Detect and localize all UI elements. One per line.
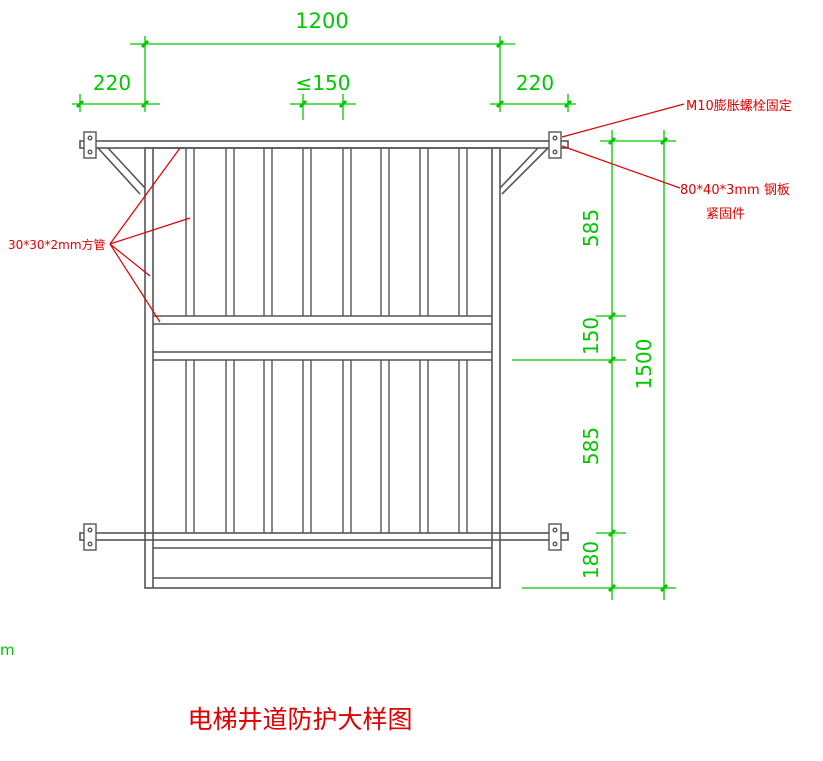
anchor-brackets <box>83 131 562 551</box>
leader-tube-3 <box>109 243 151 277</box>
truncated-edge-text: m <box>0 641 15 659</box>
leader-anchor-bolt <box>561 103 685 138</box>
dim-middle-band-label: 150 <box>579 317 603 355</box>
right-brace-inner <box>499 147 539 189</box>
dim-bar-spacing-label: ≤150 <box>296 71 351 95</box>
dimension-lines <box>72 36 676 600</box>
dim-top-panel-label: 585 <box>579 209 603 247</box>
top-crossbar <box>79 140 569 149</box>
bottom-crossbar <box>79 532 569 541</box>
anchor-bracket-bottom-right <box>548 523 562 551</box>
lower-vertical-bars <box>185 360 468 533</box>
dimension-ticks <box>75 39 669 593</box>
dim-bottom-panel-label: 585 <box>579 427 603 465</box>
leader-tube-4 <box>109 243 161 323</box>
square-tube-annotation: 30*30*2mm方管 <box>8 237 106 252</box>
left-brace-inner <box>107 147 146 189</box>
guard-frame <box>79 140 569 589</box>
steel-plate-annotation-line2: 紧固件 <box>706 207 745 222</box>
anchor-bracket-top-left <box>83 131 97 159</box>
dim-total-height-label: 1500 <box>632 339 656 390</box>
dim-total-width-label: 1200 <box>295 9 348 33</box>
anchor-bolt-annotation: M10膨胀螺栓固定 <box>686 99 792 114</box>
anchor-bracket-top-right <box>548 131 562 159</box>
leader-tube-1 <box>109 147 181 245</box>
dim-bottom-band-label: 180 <box>579 541 603 579</box>
dim-left-overhang-label: 220 <box>93 71 131 95</box>
anchor-bracket-bottom-left <box>83 523 97 551</box>
leader-steel-plate <box>561 145 681 189</box>
left-brace-outer <box>97 147 141 195</box>
right-brace-outer <box>501 147 549 195</box>
leader-tube-2 <box>109 217 191 245</box>
drawing-title: 电梯井道防护大样图 <box>187 705 412 734</box>
dim-right-overhang-label: 220 <box>516 71 554 95</box>
steel-plate-annotation: 80*40*3mm 钢板 <box>680 183 790 198</box>
annotation-leaders <box>109 103 685 323</box>
frame-outer <box>144 147 501 589</box>
upper-vertical-bars <box>185 148 468 316</box>
